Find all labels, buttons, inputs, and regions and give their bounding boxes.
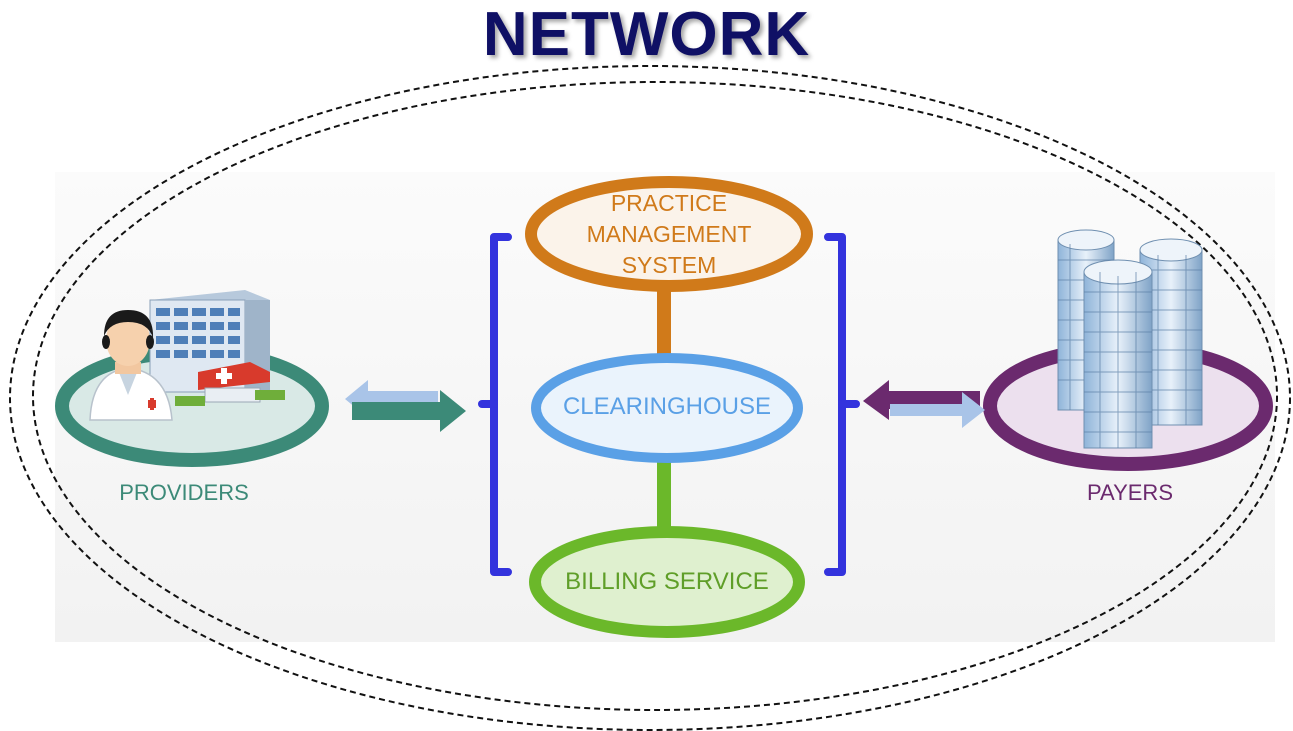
billing-connector bbox=[657, 460, 671, 538]
providers-arrows bbox=[345, 380, 466, 432]
billing-service-node bbox=[529, 526, 805, 638]
arrow-to-payers bbox=[890, 392, 985, 428]
network-title: NETWORK bbox=[482, 0, 811, 69]
billing-service-label: BILLING SERVICE bbox=[565, 568, 769, 595]
arrow-to-clearinghouse-right bbox=[863, 380, 980, 420]
practice-management-line-3: SYSTEM bbox=[621, 252, 717, 278]
payers-arrows bbox=[863, 380, 985, 428]
arrow-to-clearinghouse-left bbox=[352, 390, 466, 432]
network-boundary-inner bbox=[32, 81, 1278, 711]
practice-management-line-1: PRACTICE bbox=[610, 190, 728, 216]
doctor-hospital-icon bbox=[89, 290, 285, 421]
pms-connector bbox=[657, 283, 671, 358]
arrow-to-providers bbox=[345, 380, 438, 418]
clearinghouse-label: CLEARINGHOUSE bbox=[562, 393, 772, 420]
practice-management-line-2: MANAGEMENT bbox=[586, 221, 752, 247]
network-boundary-outer bbox=[9, 65, 1291, 731]
practice-management-label: PRACTICE MANAGEMENT SYSTEM bbox=[569, 188, 769, 281]
payers-label: PAYERS bbox=[1087, 480, 1173, 505]
practice-management-node bbox=[525, 176, 813, 292]
providers-label: PROVIDERS bbox=[119, 480, 249, 505]
office-towers-icon bbox=[1057, 229, 1203, 449]
clearinghouse-node bbox=[531, 353, 803, 463]
